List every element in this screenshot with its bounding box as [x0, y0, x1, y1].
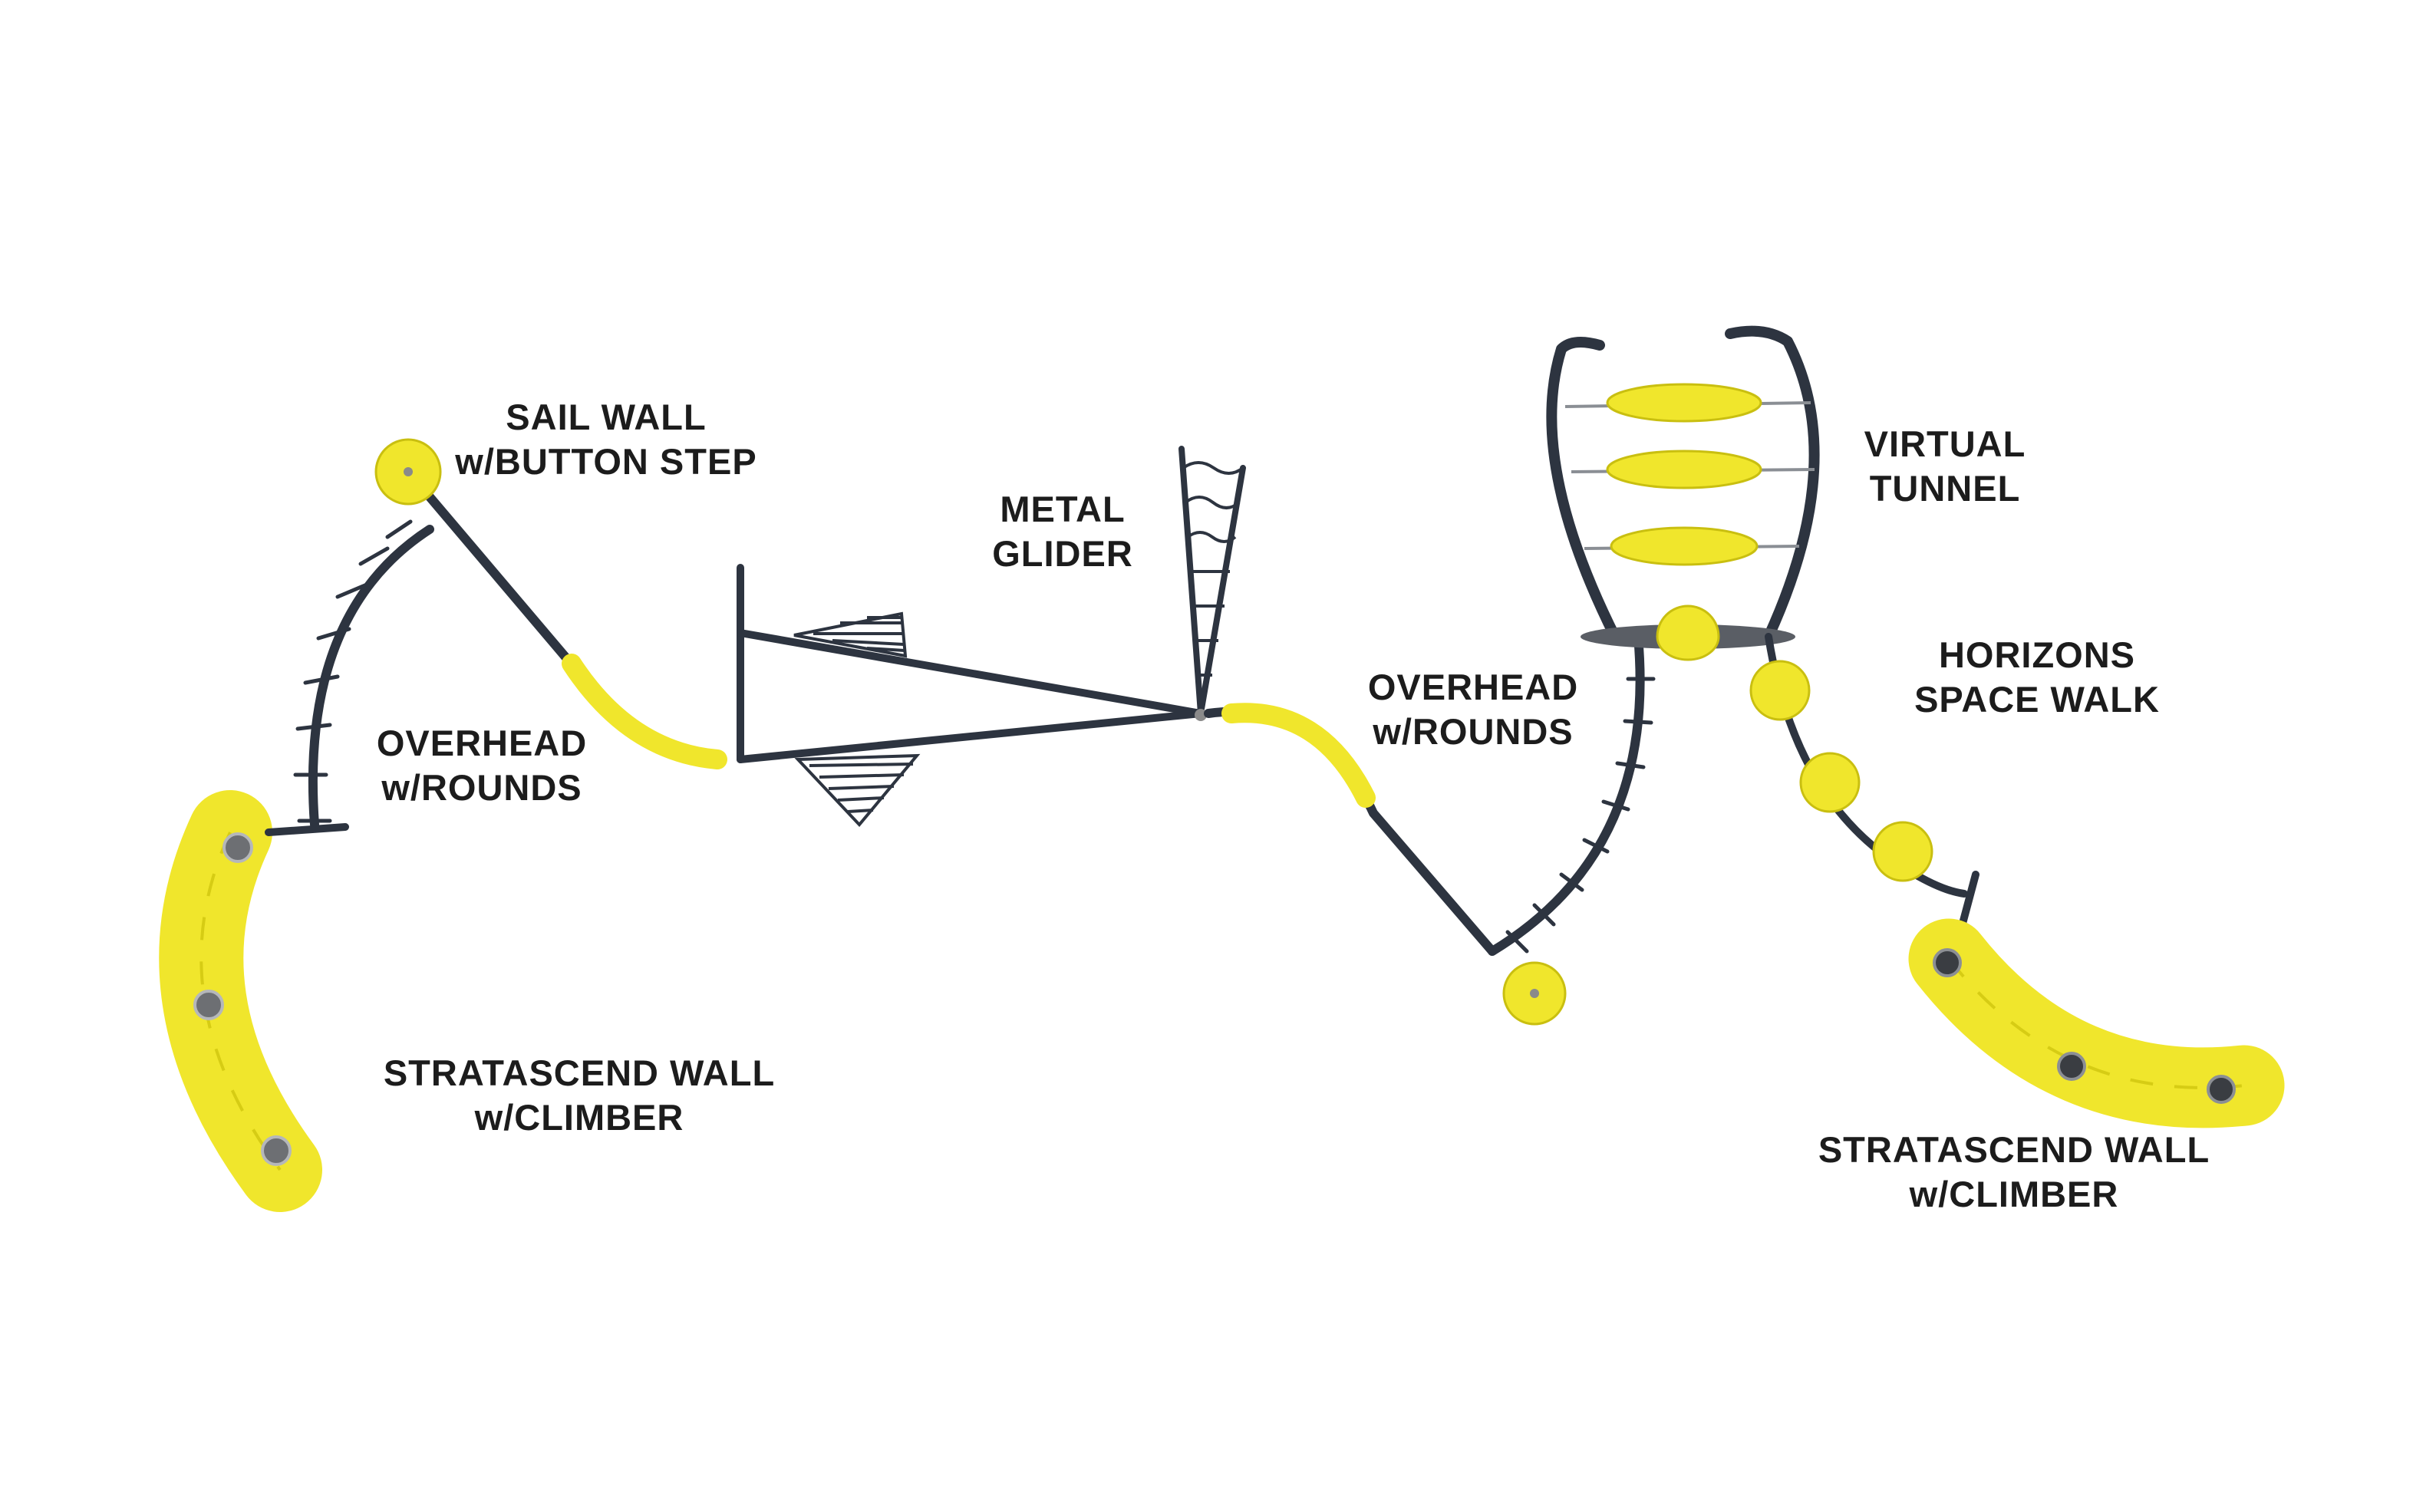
- bolt-icon: [2057, 1052, 2086, 1081]
- stratascend-wall-right: [1908, 918, 2285, 1128]
- tunnel-ring-icon: [1610, 526, 1759, 566]
- svg-text:OVERHEAD: OVERHEAD: [1368, 667, 1578, 707]
- svg-text:OVERHEAD: OVERHEAD: [377, 723, 587, 763]
- label-stratascend-left: STRATASCEND WALL w/CLIMBER: [384, 1052, 775, 1138]
- svg-text:SPACE WALK: SPACE WALK: [1914, 679, 2160, 720]
- svg-text:HORIZONS: HORIZONS: [1939, 634, 2135, 675]
- svg-text:TUNNEL: TUNNEL: [1870, 468, 2021, 509]
- horizons-space-walk: [1749, 633, 1979, 936]
- label-horizons-space-walk: HORIZONS SPACE WALK: [1914, 634, 2160, 720]
- stratascend-wall-left: [159, 790, 322, 1212]
- bolt-icon: [223, 832, 253, 863]
- svg-text:w/CLIMBER: w/CLIMBER: [474, 1097, 684, 1138]
- svg-text:w/ROUNDS: w/ROUNDS: [381, 767, 582, 808]
- sail-wall: [374, 438, 727, 769]
- label-virtual-tunnel: VIRTUAL TUNNEL: [1864, 423, 2026, 509]
- label-stratascend-right: STRATASCEND WALL w/CLIMBER: [1818, 1129, 2210, 1214]
- overhead-left: [265, 519, 434, 836]
- label-metal-glider: METAL GLIDER: [992, 489, 1133, 574]
- space-walk-step-icon: [1872, 821, 1933, 882]
- svg-text:STRATASCEND WALL: STRATASCEND WALL: [1818, 1129, 2210, 1170]
- bolt-icon: [261, 1135, 292, 1166]
- bolt-icon: [1933, 948, 1962, 977]
- tunnel-ring-icon: [1606, 383, 1762, 423]
- tunnel-ring-icon: [1606, 450, 1762, 489]
- metal-glider: [737, 446, 1246, 828]
- svg-text:STRATASCEND WALL: STRATASCEND WALL: [384, 1052, 775, 1093]
- space-walk-step-icon: [1799, 752, 1861, 813]
- svg-text:w/BUTTON STEP: w/BUTTON STEP: [454, 441, 757, 482]
- svg-text:GLIDER: GLIDER: [992, 533, 1133, 574]
- svg-text:SAIL WALL: SAIL WALL: [506, 397, 706, 437]
- svg-text:VIRTUAL: VIRTUAL: [1864, 423, 2026, 464]
- space-walk-step-icon: [1749, 660, 1811, 721]
- svg-text:METAL: METAL: [1000, 489, 1125, 529]
- label-sail-wall: SAIL WALL w/BUTTON STEP: [454, 397, 757, 482]
- svg-text:w/CLIMBER: w/CLIMBER: [1909, 1174, 2119, 1214]
- bolt-icon: [193, 990, 224, 1020]
- svg-text:w/ROUNDS: w/ROUNDS: [1372, 711, 1573, 752]
- label-overhead-left: OVERHEAD w/ROUNDS: [377, 723, 587, 808]
- label-overhead-right: OVERHEAD w/ROUNDS: [1368, 667, 1578, 752]
- overhead-right: [1204, 632, 1656, 1026]
- virtual-tunnel: [1546, 325, 1820, 661]
- bolt-icon: [2207, 1075, 2236, 1104]
